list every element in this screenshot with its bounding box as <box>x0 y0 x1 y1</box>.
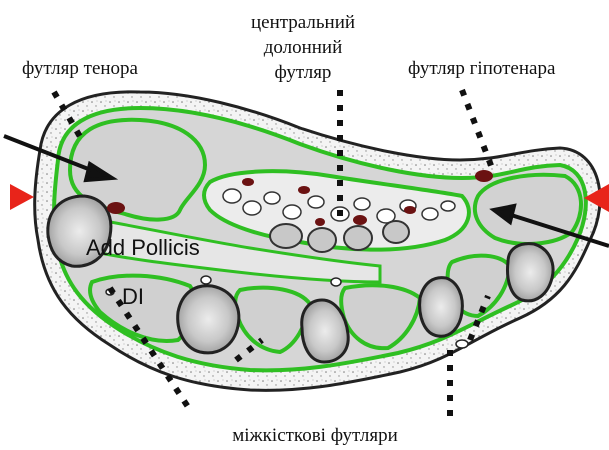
label-hypothenar-sheath: футляр гіпотенара <box>408 58 555 80</box>
label-central-line-2: долонний <box>218 35 388 60</box>
label-dorsal-interosseous: DI <box>122 284 144 310</box>
bone-metacarpal-2 <box>178 286 239 353</box>
label-interosseous-sheaths: міжкісткові футляри <box>200 425 430 447</box>
label-central-line-3: футляр <box>218 60 388 85</box>
label-central-palmar-sheath: центральний долонний футляр <box>218 10 388 85</box>
label-adductor-pollicis: Add Pollicis <box>86 235 200 261</box>
triangle-marker-icon <box>10 184 34 210</box>
bone-metacarpal-5 <box>508 244 554 301</box>
bone-metacarpal-4 <box>420 278 463 337</box>
label-thenar-sheath: футляр тенора <box>22 58 138 80</box>
label-central-line-1: центральний <box>218 10 388 35</box>
